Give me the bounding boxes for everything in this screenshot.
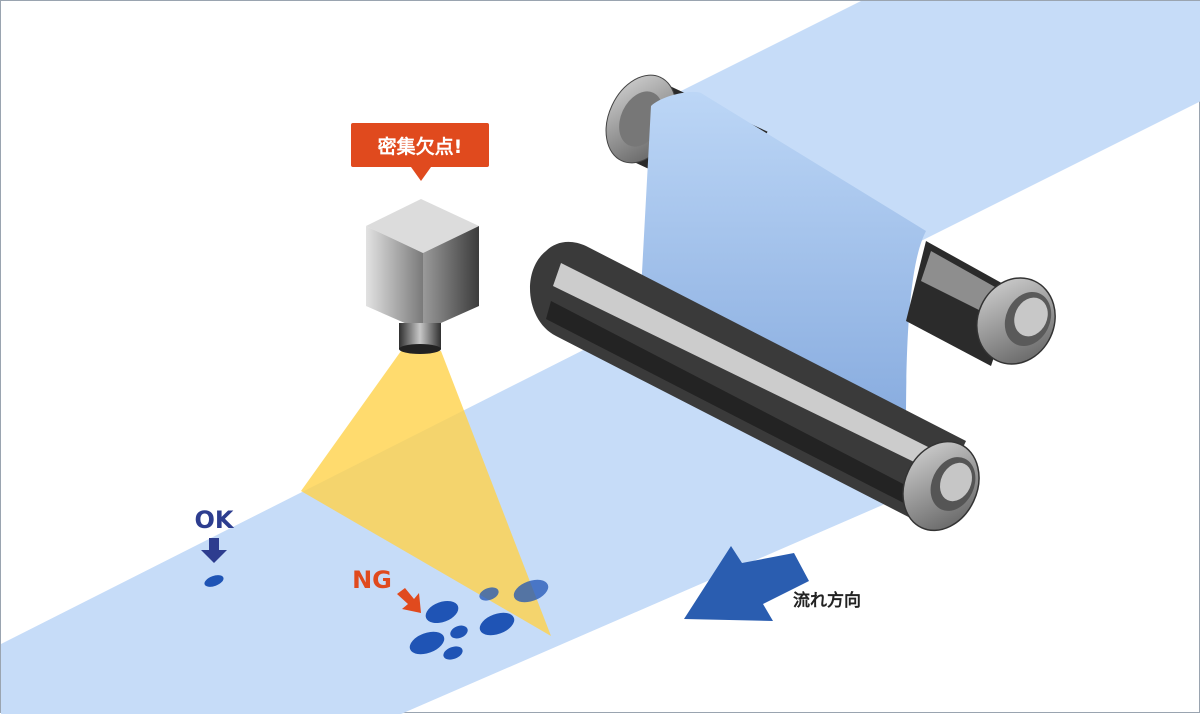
- flow-arrow-icon: [684, 546, 809, 621]
- right-roller: [906, 241, 1056, 366]
- defect-cluster: [409, 579, 549, 660]
- flow-direction-label: 流れ方向: [793, 590, 861, 611]
- light-cone: [301, 351, 551, 636]
- web-hanging-sheet: [641, 91, 926, 421]
- callout-text: 密集欠点!: [378, 135, 463, 158]
- defect-ok: [204, 575, 224, 587]
- camera-icon: [366, 199, 479, 354]
- arrow-down-icon: [201, 538, 227, 563]
- arrow-diagonal-icon: [397, 588, 421, 613]
- ok-label: OK: [195, 506, 235, 534]
- front-roller: [529, 241, 980, 532]
- ng-label: NG: [352, 566, 392, 594]
- callout-bubble: 密集欠点!: [351, 123, 489, 181]
